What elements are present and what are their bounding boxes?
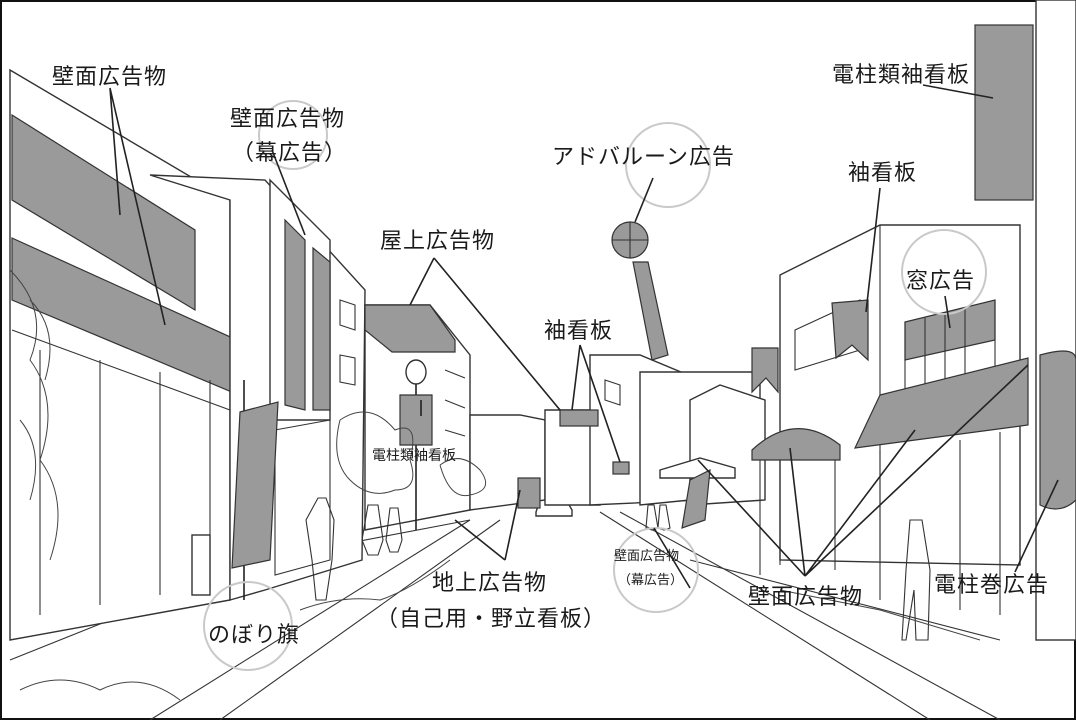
sleeve-sign-right-small <box>751 347 779 394</box>
highlight-circle-balloon <box>625 122 711 208</box>
pole-wrap-sign <box>1039 350 1076 510</box>
pole-sleeve-sign-center <box>399 394 433 446</box>
highlight-circle-curtain-bottom <box>613 527 699 613</box>
pole-sleeve-sign <box>974 24 1034 201</box>
label-pole-sleeve-sign-center: 電柱類袖看板 <box>372 448 456 464</box>
curtain-sign-2 <box>312 246 331 411</box>
arch-sign <box>751 428 841 461</box>
utility-pole <box>1035 0 1076 641</box>
label-ground-ad: 地上広告物 <box>432 571 547 596</box>
highlight-circle-banner <box>203 581 293 671</box>
label-rooftop-ad: 屋上広告物 <box>380 229 495 254</box>
label-banner-flag: のぼり旗 <box>208 623 300 648</box>
awning-sign <box>853 357 1029 449</box>
label-wall-ad-left: 壁面広告物 <box>52 65 167 90</box>
balloon-banner <box>632 261 669 361</box>
label-wall-ad-right: 壁面広告物 <box>748 585 863 610</box>
curtain-sign-1 <box>284 218 306 411</box>
label-ground-ad-sub: （自己用・野立看板） <box>376 607 606 632</box>
label-wall-ad-curtain-bottom: 壁面広告物 <box>614 549 679 564</box>
highlight-circle-curtain-top <box>258 100 328 170</box>
street-scene <box>9 0 1076 720</box>
label-wall-ad-curtain-top-sub: （幕広告） <box>232 141 347 166</box>
label-sleeve-sign-right: 袖看板 <box>848 161 917 186</box>
sleeve-sign-center-2 <box>612 461 630 475</box>
label-wall-ad-curtain-bottom-sub: （幕広告） <box>618 573 683 588</box>
label-sleeve-sign-center: 袖看板 <box>544 319 613 344</box>
label-wall-ad-curtain-top: 壁面広告物 <box>230 107 345 132</box>
labels: 壁面広告物 壁面広告物 （幕広告） 屋上広告物 アドバルーン広告 電柱類袖看板 … <box>52 63 1049 648</box>
label-balloon-ad: アドバルーン広告 <box>552 145 735 170</box>
rooftop-sign <box>364 304 456 353</box>
label-pole-wrap-ad: 電柱巻広告 <box>934 573 1049 598</box>
sleeve-sign-center-1 <box>559 409 599 427</box>
ground-sign <box>517 477 541 509</box>
label-window-ad: 窓広告 <box>906 269 975 294</box>
leader-lines <box>109 84 1059 589</box>
sleeve-sign-right <box>831 299 869 362</box>
label-pole-sleeve-sign-top: 電柱類袖看板 <box>832 63 970 88</box>
curtain-sign-house <box>681 468 711 529</box>
highlight-circle-window <box>901 229 987 315</box>
banner-flag <box>231 401 279 569</box>
